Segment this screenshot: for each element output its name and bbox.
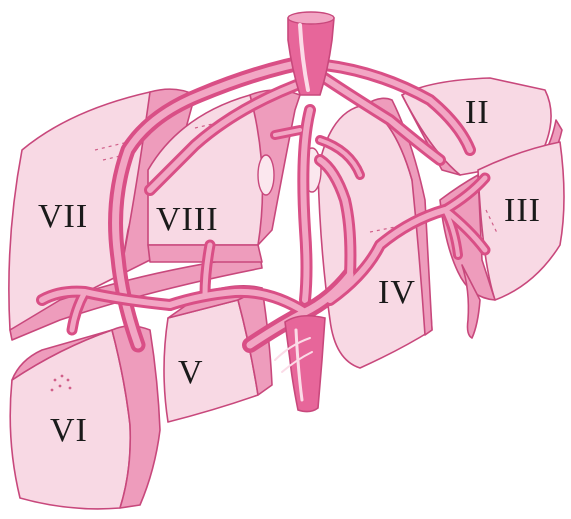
segment-label-iv: IV xyxy=(378,276,416,310)
segment-label-iii: III xyxy=(504,194,541,228)
segment-label-viii: VIII xyxy=(156,203,219,237)
segment-label-vii: VII xyxy=(38,200,88,234)
segment-label-v: V xyxy=(178,356,204,390)
segment-label-vi: VI xyxy=(50,414,88,448)
segment-label-ii: II xyxy=(465,96,490,130)
